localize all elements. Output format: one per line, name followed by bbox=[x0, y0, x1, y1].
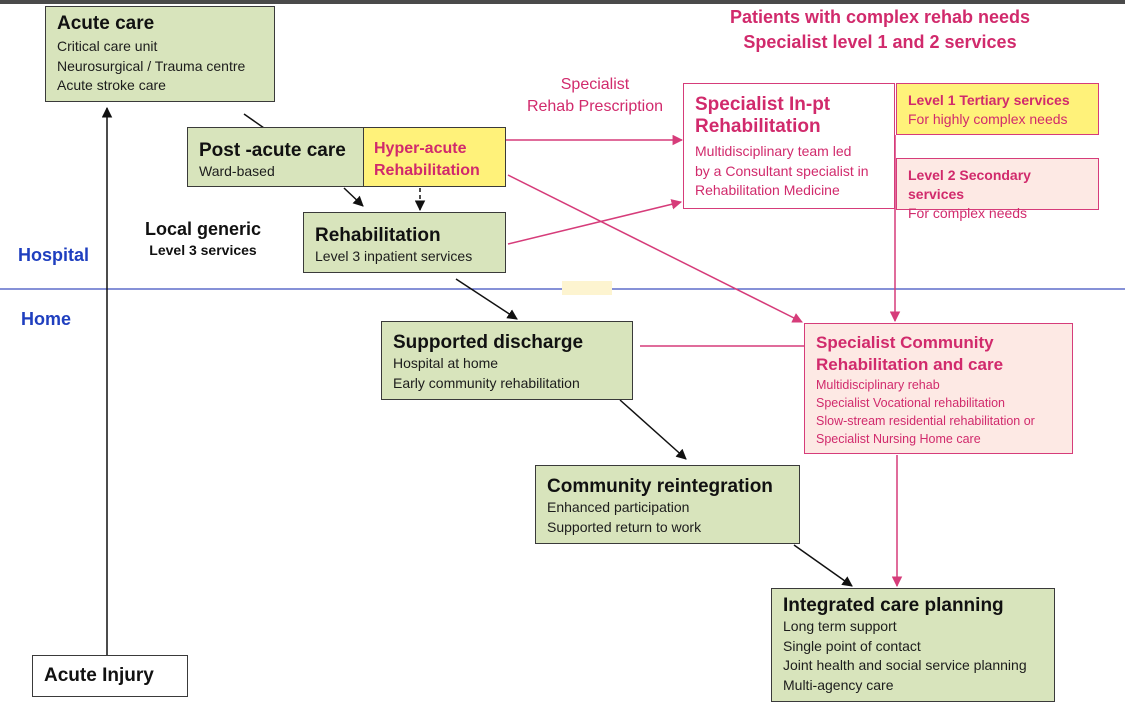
integrated-care-item: Joint health and social service planning bbox=[783, 657, 1027, 673]
rehabilitation-title: Rehabilitation bbox=[315, 225, 441, 246]
zone-home-label: Home bbox=[21, 309, 72, 329]
specialist-community-title-2: Rehabilitation and care bbox=[816, 355, 1004, 374]
arrow-rehab-to-discharge bbox=[455, 278, 518, 320]
arrow-postacute-to-rehab bbox=[343, 187, 364, 207]
acute-care-box: Acute care Critical care unit Neurosurgi… bbox=[45, 6, 275, 102]
supported-discharge-title: Supported discharge bbox=[393, 332, 584, 353]
level-1-tertiary-box: Level 1 Tertiary services For highly com… bbox=[896, 83, 1099, 135]
header-line-2: Specialist level 1 and 2 services bbox=[743, 32, 1017, 52]
integrated-care-item: Multi-agency care bbox=[783, 676, 894, 693]
zone-hospital-label: Hospital bbox=[18, 245, 90, 265]
local-generic-title: Local generic bbox=[144, 219, 262, 239]
level-2-secondary-box: Level 2 Secondary services For complex n… bbox=[896, 158, 1099, 221]
prescription-line-2: Rehab Prescription bbox=[526, 98, 664, 115]
integrated-care-item: Single point of contact bbox=[783, 637, 921, 654]
hyper-acute-line-2: Rehabilitation bbox=[374, 162, 480, 179]
prescription-line-1: Specialist bbox=[560, 76, 630, 93]
community-reintegration-title: Community reintegration bbox=[547, 476, 773, 497]
community-reintegration-item: Supported return to work bbox=[547, 518, 702, 535]
acute-care-item: Acute stroke care bbox=[57, 77, 166, 93]
arrow-rehab-to-inpt bbox=[507, 199, 683, 245]
integrated-care-title: Integrated care planning bbox=[783, 595, 1004, 616]
specialist-inpt-box: Specialist In-pt Rehabilitation Multidis… bbox=[683, 83, 895, 209]
acute-care-item: Critical care unit bbox=[57, 38, 158, 54]
specialist-inpt-title-2: Rehabilitation bbox=[695, 116, 821, 137]
specialist-inpt-item: by a Consultant specialist in bbox=[695, 162, 869, 179]
supported-discharge-box: Supported discharge Hospital at home Ear… bbox=[381, 321, 633, 400]
rehabilitation-item: Level 3 inpatient services bbox=[315, 248, 473, 264]
specialist-inpt-item: Rehabilitation Medicine bbox=[695, 182, 840, 198]
level-1-desc: For highly complex needs bbox=[908, 111, 1068, 127]
level-2-title: Level 2 Secondary services bbox=[908, 167, 1031, 202]
arrow-reintegration-to-integrated bbox=[793, 544, 853, 587]
local-generic-subtitle: Level 3 services bbox=[149, 242, 257, 258]
community-reintegration-item: Enhanced participation bbox=[547, 499, 690, 515]
diagram-header: Patients with complex rehab needs Specia… bbox=[690, 5, 1070, 55]
divider-highlight bbox=[562, 281, 612, 295]
hyper-acute-line-1: Hyper-acute bbox=[374, 140, 467, 157]
specialist-community-item: Slow-stream residential rehabilitation o… bbox=[816, 414, 1035, 428]
community-reintegration-box: Community reintegration Enhanced partici… bbox=[535, 465, 800, 544]
arrow-discharge-to-reintegration bbox=[619, 399, 687, 460]
supported-discharge-item: Hospital at home bbox=[393, 355, 499, 371]
specialist-inpt-item: Multidisciplinary team led bbox=[695, 143, 852, 159]
acute-injury-box: Acute Injury bbox=[32, 655, 188, 697]
supported-discharge-item: Early community rehabilitation bbox=[393, 374, 580, 391]
acute-injury-title: Acute Injury bbox=[44, 665, 154, 686]
arrow-hyperacute-to-community bbox=[507, 174, 803, 323]
integrated-care-item: Long term support bbox=[783, 618, 897, 634]
rehabilitation-box: Rehabilitation Level 3 inpatient service… bbox=[303, 212, 506, 273]
level-2-desc: For complex needs bbox=[908, 205, 1028, 221]
rehab-prescription-label: Specialist Rehab Prescription bbox=[515, 74, 675, 118]
level-1-title: Level 1 Tertiary services bbox=[908, 92, 1070, 108]
specialist-community-item: Specialist Vocational rehabilitation bbox=[816, 396, 1006, 410]
post-acute-item: Ward-based bbox=[199, 163, 275, 179]
specialist-community-item: Specialist Nursing Home care bbox=[816, 432, 981, 446]
acute-care-title: Acute care bbox=[57, 13, 155, 34]
specialist-community-item: Multidisciplinary rehab bbox=[816, 378, 940, 392]
local-generic-label: Local generic Level 3 services bbox=[133, 218, 273, 260]
hyper-acute-rehab-box: Hyper-acute Rehabilitation bbox=[363, 127, 506, 187]
integrated-care-box: Integrated care planning Long term suppo… bbox=[771, 588, 1055, 702]
header-line-1: Patients with complex rehab needs bbox=[729, 7, 1031, 27]
post-acute-title: Post -acute care bbox=[199, 140, 346, 161]
top-border bbox=[0, 0, 1125, 4]
specialist-community-title-1: Specialist Community bbox=[816, 333, 994, 352]
acute-care-item: Neurosurgical / Trauma centre bbox=[57, 57, 246, 74]
specialist-inpt-title-1: Specialist In-pt bbox=[695, 94, 831, 115]
post-acute-care-box: Post -acute care Ward-based bbox=[187, 127, 365, 187]
line-acute-to-postacute bbox=[243, 113, 265, 129]
specialist-community-box: Specialist Community Rehabilitation and … bbox=[804, 323, 1073, 454]
